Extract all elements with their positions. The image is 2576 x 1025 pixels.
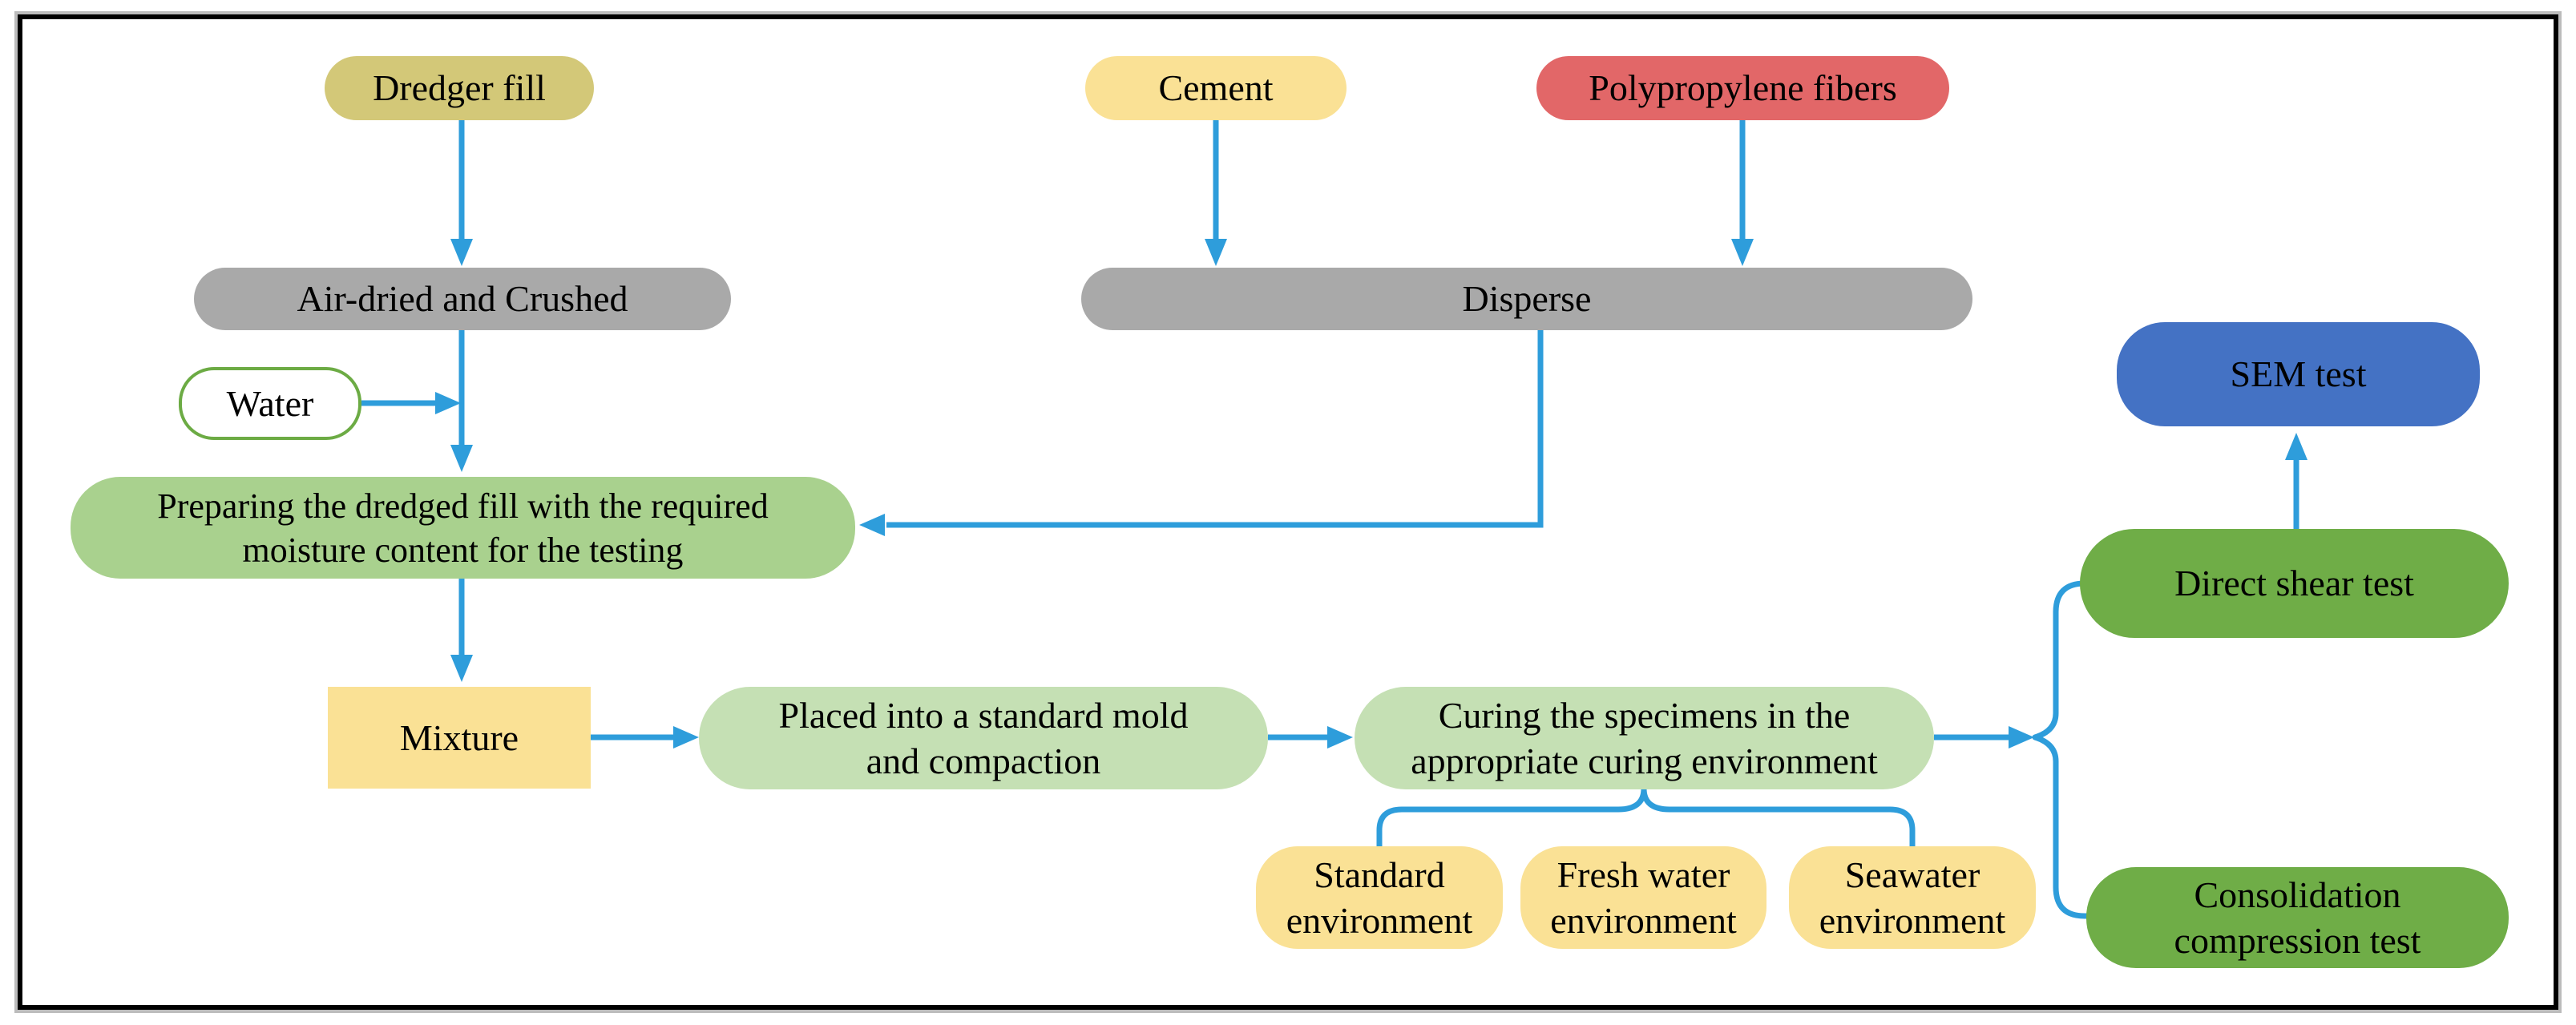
node-placed-into-standard-mold: Placed into a standard mold and compacti… xyxy=(699,687,1268,789)
node-mixture-label: Mixture xyxy=(399,716,519,758)
node-consolidation-compression-test: Consolidation compression test xyxy=(2086,867,2509,968)
node-direct-shear-test-label: Direct shear test xyxy=(2174,563,2414,604)
node-standard-environment: Standard environment xyxy=(1256,846,1503,949)
node-direct-shear-test: Direct shear test xyxy=(2080,529,2509,638)
arrow-water-to-main-line xyxy=(361,392,461,414)
node-standard-environment-label: Standard environment xyxy=(1286,853,1473,942)
node-seawater-environment: Seawater environment xyxy=(1789,846,2036,949)
node-water: Water xyxy=(179,367,361,440)
node-mixture: Mixture xyxy=(328,687,591,789)
brace-curing-to-tests xyxy=(2032,580,2089,919)
node-seawater-environment-label: Seawater environment xyxy=(1819,853,2006,942)
node-disperse: Disperse xyxy=(1081,268,1972,330)
node-air-dried-and-crushed: Air-dried and Crushed xyxy=(194,268,731,330)
node-fresh-water-environment-label: Fresh water environment xyxy=(1550,853,1737,942)
node-placed-into-standard-mold-label: Placed into a standard mold and compacti… xyxy=(778,694,1189,782)
arrow-cement-to-disperse xyxy=(1205,120,1227,266)
node-curing-specimens-label: Curing the specimens in the appropriate … xyxy=(1411,694,1878,782)
brace-curing-to-environments xyxy=(1376,785,1916,846)
arrow-disperse-to-preparing xyxy=(859,330,1544,536)
node-preparing-dredged-fill: Preparing the dredged fill with the requ… xyxy=(71,477,855,579)
arrow-polypropylene-to-disperse xyxy=(1731,120,1754,266)
node-dredger-fill: Dredger fill xyxy=(325,56,594,120)
node-air-dried-and-crushed-label: Air-dried and Crushed xyxy=(297,278,628,320)
node-cement-label: Cement xyxy=(1158,67,1274,109)
arrow-dredger-to-air-dried xyxy=(450,120,473,266)
node-disperse-label: Disperse xyxy=(1462,278,1592,320)
arrow-direct-shear-to-sem xyxy=(2285,433,2307,529)
diagram-border xyxy=(18,14,2558,1010)
node-preparing-dredged-fill-label: Preparing the dredged fill with the requ… xyxy=(157,486,769,570)
node-curing-specimens: Curing the specimens in the appropriate … xyxy=(1355,687,1934,789)
arrow-preparing-to-mixture xyxy=(450,579,473,682)
node-fresh-water-environment: Fresh water environment xyxy=(1520,846,1766,949)
arrow-placed-to-curing xyxy=(1268,726,1353,749)
node-consolidation-compression-test-label: Consolidation compression test xyxy=(2174,874,2421,962)
node-water-label: Water xyxy=(226,382,314,424)
node-polypropylene-fibers: Polypropylene fibers xyxy=(1536,56,1949,120)
node-sem-test-label: SEM test xyxy=(2230,353,2367,395)
arrow-air-dried-to-preparing xyxy=(450,330,473,472)
node-dredger-fill-label: Dredger fill xyxy=(373,67,546,109)
node-polypropylene-fibers-label: Polypropylene fibers xyxy=(1589,67,1897,109)
arrow-curing-to-tests-brace xyxy=(1934,726,2034,749)
node-sem-test: SEM test xyxy=(2117,322,2480,426)
node-cement: Cement xyxy=(1085,56,1347,120)
arrow-mixture-to-placed xyxy=(591,726,699,749)
